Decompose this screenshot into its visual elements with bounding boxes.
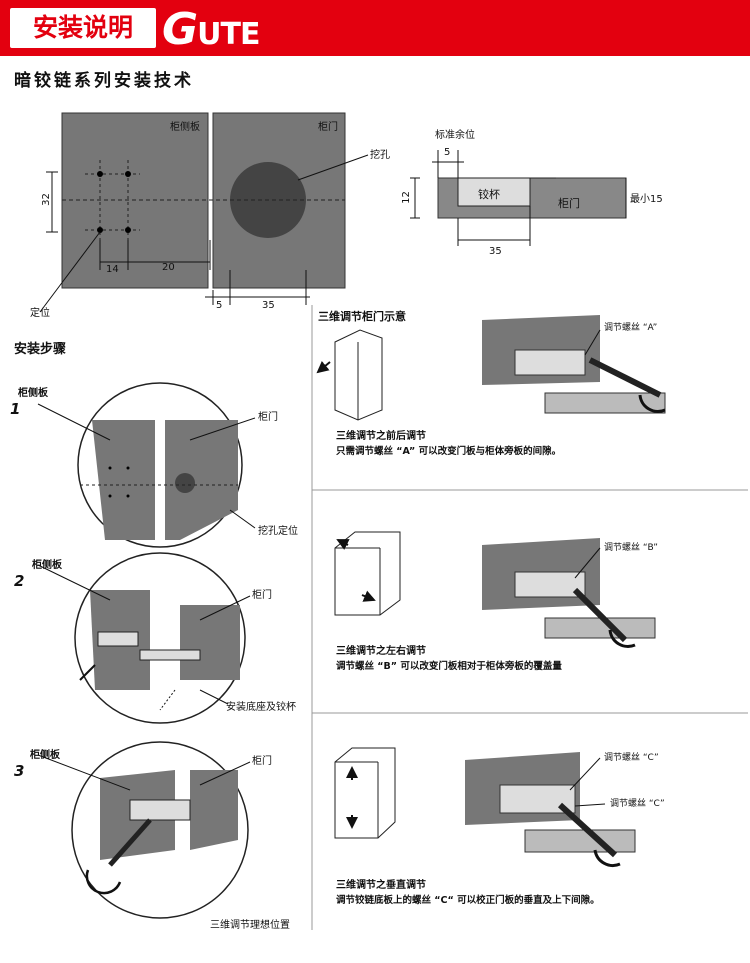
profile-dim-5: 5	[444, 147, 451, 158]
dim-14: 14	[106, 264, 119, 275]
step2-side-panel-label: 柜侧板	[32, 560, 62, 571]
drill-side-panel-label: 柜侧板	[170, 122, 200, 133]
adjust-c-title: 三维调节之垂直调节	[336, 880, 426, 891]
standard-margin-label: 标准余位	[435, 130, 475, 141]
drilling-diagram	[39, 112, 369, 313]
step2-number: 2	[14, 572, 25, 590]
step2-caption: 安装底座及铰杯	[226, 702, 296, 713]
step1-side-panel-label: 柜侧板	[18, 388, 48, 399]
adjust-c-desc: 调节铰链底板上的螺丝 “C“ 可以校正门板的垂直及上下间隙。	[336, 895, 600, 906]
screw-c-label-1: 调节螺丝 “C”	[604, 753, 659, 763]
profile-cup-label: 铰杯	[478, 188, 500, 201]
adjust-b-figure	[334, 531, 656, 648]
drill-hole-label: 挖孔	[370, 150, 390, 161]
step3-number: 3	[14, 762, 25, 780]
profile-door-label: 柜门	[558, 197, 580, 210]
adjust-c-figure	[334, 747, 636, 867]
drill-door-label: 柜门	[318, 122, 338, 133]
step2-figure	[37, 552, 251, 724]
adjust-b-title: 三维调节之左右调节	[336, 646, 426, 657]
header-title: 安装说明	[10, 8, 156, 48]
drill-position-label: 定位	[30, 308, 50, 319]
profile-diagram	[410, 150, 627, 246]
steps-title: 安装步骤	[14, 342, 67, 357]
adjust-b-desc: 调节螺丝 “B” 可以改变门板相对于柜体旁板的覆盖量	[336, 661, 562, 672]
step3-side-panel-label: 柜侧板	[30, 750, 60, 761]
step1-door-label: 柜门	[258, 412, 278, 423]
adjust-title: 三维调节柜门示意	[318, 310, 406, 323]
adjust-a-title: 三维调节之前后调节	[336, 431, 426, 442]
step3-caption: 三维调节理想位置	[210, 920, 290, 931]
step3-figure	[37, 741, 251, 919]
page-subtitle: 暗铰链系列安装技术	[14, 71, 194, 91]
dim-32: 32	[40, 193, 52, 206]
adjust-a-figure	[316, 315, 666, 421]
profile-dim-12: 12	[400, 191, 412, 204]
dim-20: 20	[162, 262, 175, 273]
profile-dim-35: 35	[489, 246, 502, 257]
dim-5: 5	[216, 300, 223, 311]
step1-number: 1	[10, 400, 21, 418]
adjust-a-desc: 只需调节螺丝 “A” 可以改变门板与柜体旁板的间隙。	[336, 446, 562, 457]
screw-a-label: 调节螺丝 “A”	[604, 323, 658, 333]
profile-min-label: 最小15	[630, 194, 663, 205]
header-bar: 安装说明 GUTE	[0, 0, 750, 56]
dim-35: 35	[262, 300, 275, 311]
brand-logo: GUTE	[162, 4, 260, 55]
step1-figure	[37, 382, 256, 548]
screw-b-label: 调节螺丝 “B”	[604, 543, 658, 553]
step2-door-label: 柜门	[252, 590, 272, 601]
step3-door-label: 柜门	[252, 756, 272, 767]
step1-caption: 挖孔定位	[258, 526, 298, 537]
screw-c-label-2: 调节螺丝 “C”	[610, 799, 665, 809]
